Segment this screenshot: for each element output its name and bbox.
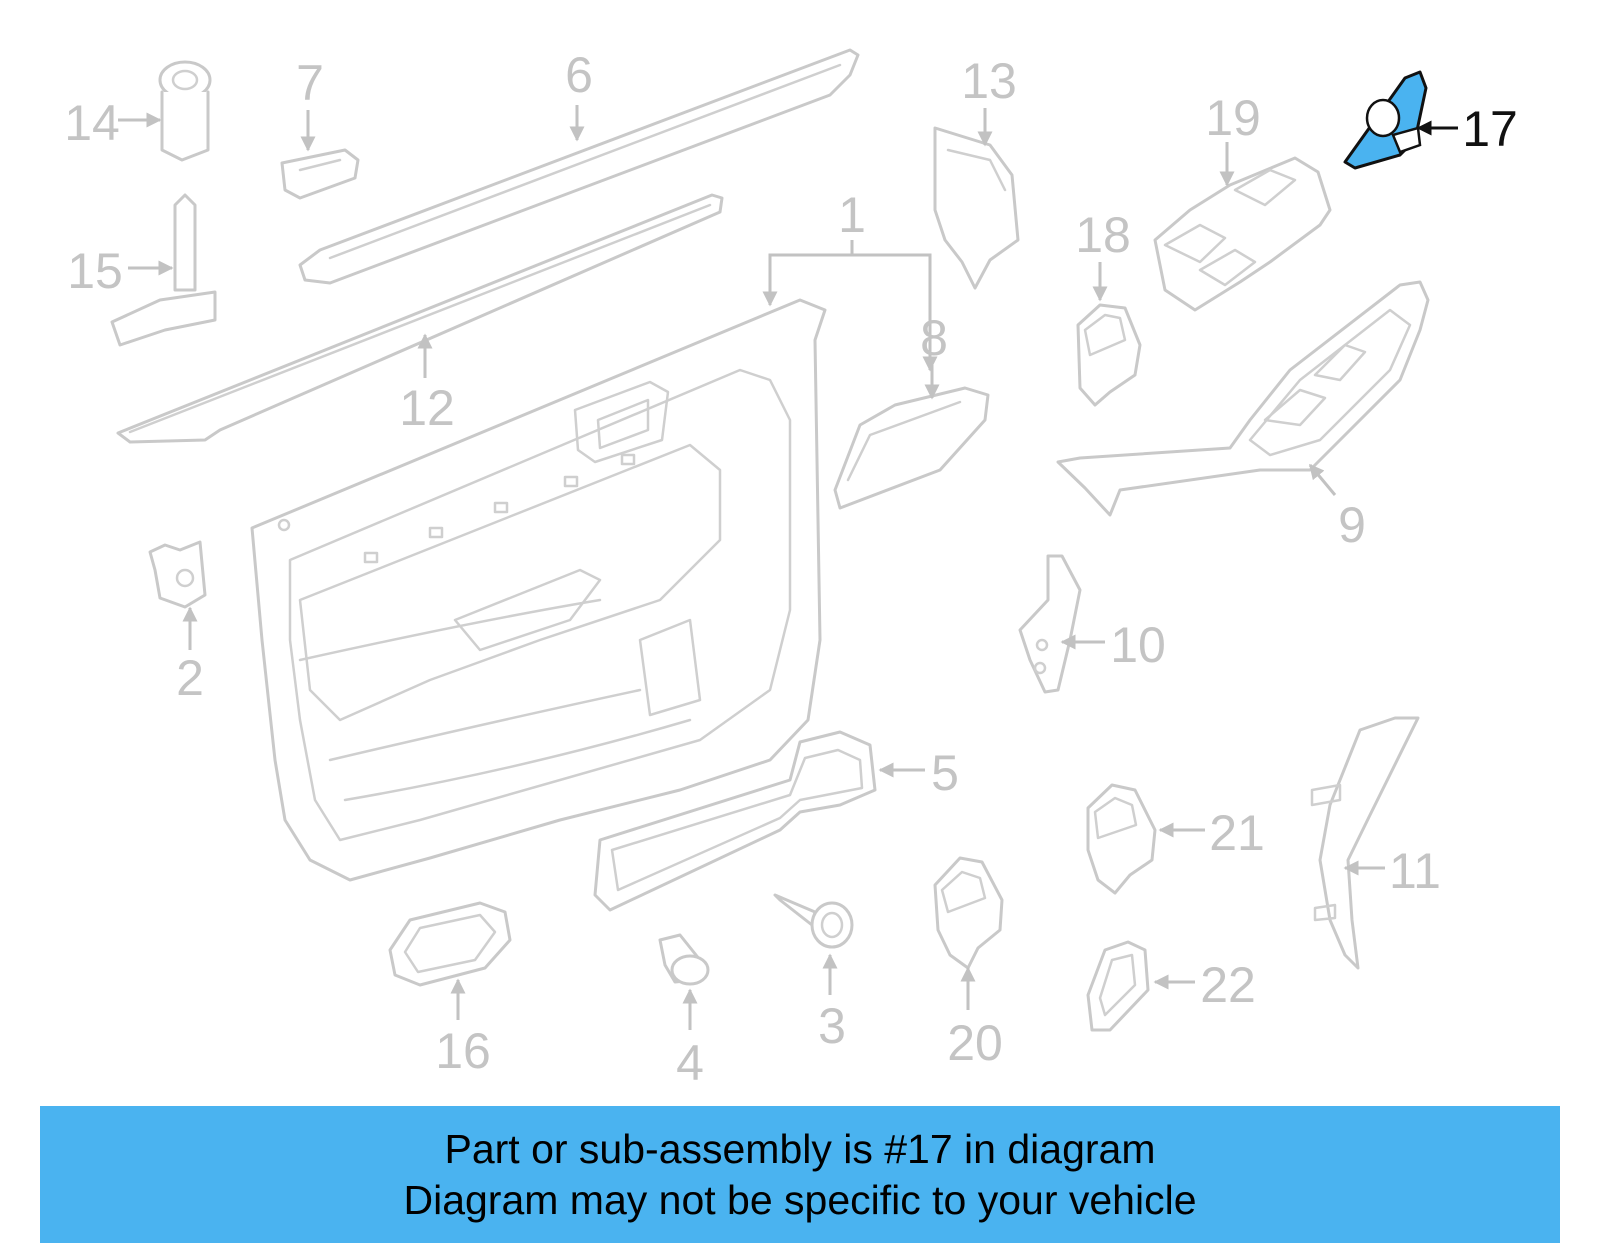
callout-label: 5 [931,745,959,801]
part-18-switch [1076,303,1142,407]
callout-label: 14 [64,95,120,151]
callout-label: 4 [676,1035,704,1091]
callout-label: 2 [176,650,204,706]
part-13-bracket [933,126,1020,290]
callout-label: 9 [1338,497,1366,553]
part-15-retainer [110,193,217,347]
part-20-switch [933,856,1004,970]
banner-line-disclaimer: Diagram may not be specific to your vehi… [403,1176,1197,1223]
part-22-bezel [1086,940,1150,1032]
part-4-clip [658,933,710,986]
callout-label: 6 [565,47,593,103]
callout-label: 8 [920,310,948,366]
part-1-door-trim-panel [250,298,827,882]
part-8-panel-insert [833,386,990,510]
part-6-upper-moulding [298,48,860,285]
info-banner: Part or sub-assembly is #17 in diagram D… [40,1106,1560,1243]
part-2-bracket [148,540,207,609]
part-9-switch-bezel [1056,280,1430,517]
callout-label: 21 [1209,805,1265,861]
callout-label: 11 [1389,843,1441,899]
leader-9 [1308,463,1337,496]
part-16-handle-bezel [388,901,512,987]
part-12-weatherstrip [116,193,724,444]
part-21-switch [1086,783,1157,895]
part-14-grommet [158,60,212,162]
part-7-clip [280,148,360,200]
part-3-screw [773,893,854,949]
part-19-master-switch [1153,156,1332,312]
part-17-mirror-switch [1343,70,1428,170]
part-11-vertical-trim [1310,716,1420,970]
callout-label: 15 [67,243,123,299]
part-5-armrest-pad [593,730,877,912]
banner-line-part-number: Part or sub-assembly is #17 in diagram [444,1125,1156,1172]
callout-label: 18 [1075,207,1131,263]
callout-label: 20 [947,1015,1003,1071]
callout-label: 1 [838,187,866,243]
callout-label: 22 [1200,957,1256,1013]
callout-label: 10 [1110,617,1166,673]
callout-1-bracket [762,240,938,372]
callout-label: 7 [296,55,324,111]
callout-label-highlighted: 17 [1462,101,1518,157]
callout-label: 19 [1205,90,1261,146]
part-10-bracket [1018,554,1082,694]
callout-label: 13 [961,53,1017,109]
callout-label: 3 [818,998,846,1054]
callout-label: 12 [399,380,455,436]
callout-label: 16 [435,1023,491,1079]
